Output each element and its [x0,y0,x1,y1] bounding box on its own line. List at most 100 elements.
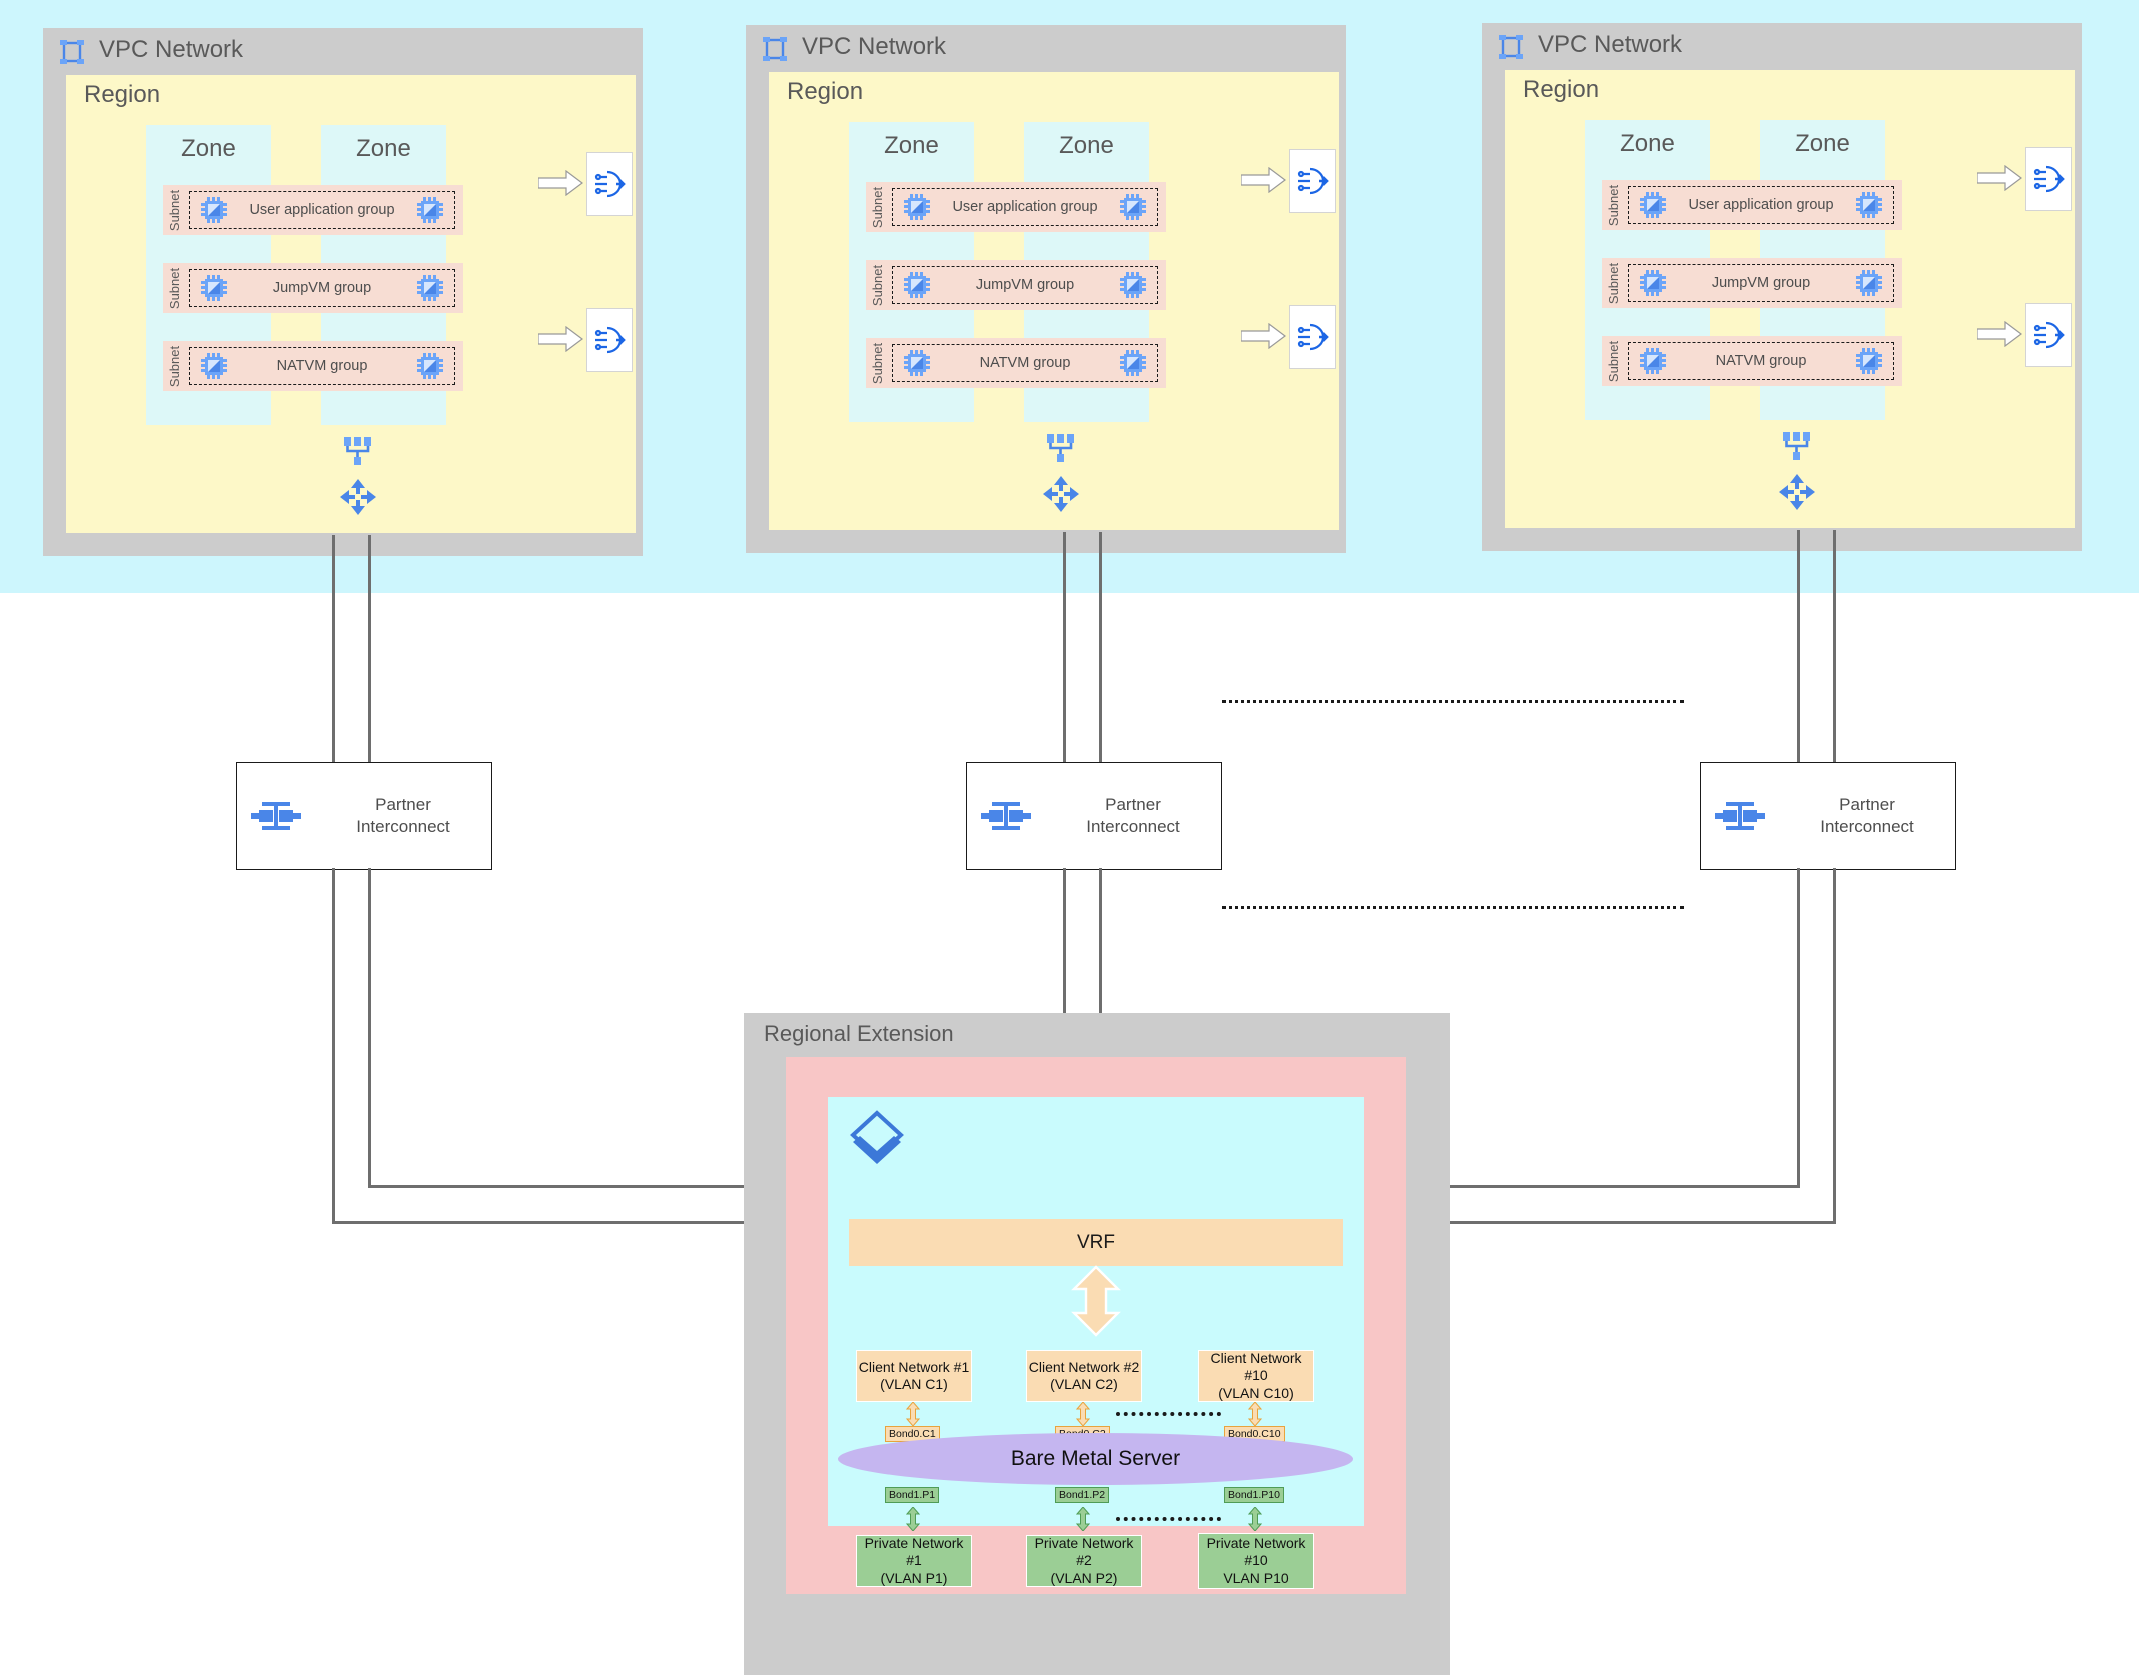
zone-label: Zone [356,135,411,162]
vpc-network-icon [1498,34,1524,60]
vm-chip-icon [200,196,228,224]
vrf-to-client-arrow [1070,1265,1122,1342]
link-router2-pi2-left [1063,532,1066,762]
network-topology-icon [341,435,375,474]
regional-extension-title: Regional Extension [764,1021,954,1046]
link-pi1-vrf-outer-h [332,1221,856,1224]
region-label: Region [84,81,161,108]
traffic-arrow [537,325,583,357]
group-label: JumpVM group [1711,275,1811,291]
link-router1-pi1-left [332,535,335,762]
subnet-jumpvm: Subnet JumpVM group [866,260,1166,310]
group-label: User application group [1688,197,1834,213]
zone-label: Zone [884,132,939,159]
vpc-network-1[interactable]: VPC Network Region Zone Zone Subnet User… [43,28,643,556]
cloud-router-icon [1041,474,1081,519]
instance-group: JumpVM group [892,266,1158,304]
zone-label: Zone [1795,130,1850,157]
region-1: Region Zone Zone Subnet User application… [66,75,636,533]
client-network-2[interactable]: Client Network #2(VLAN C2) [1026,1350,1142,1402]
subnet-label: Subnet [167,267,183,309]
link-router2-pi2-right [1099,532,1102,762]
instance-group: JumpVM group [1628,264,1894,302]
traffic-arrow [1240,166,1286,198]
group-label: User application group [249,202,395,218]
partner-interconnect-icon [237,795,315,837]
vrf-box[interactable]: VRF [849,1219,1343,1266]
link-pi1-vrf-inner-h [368,1185,856,1188]
cloud-router-icon [1777,472,1817,517]
group-label: JumpVM group [272,280,372,296]
link-router1-pi1-right [368,535,371,762]
subnet-label: Subnet [870,264,886,306]
private-network-2[interactable]: Private Network #2(VLAN P2) [1026,1535,1142,1587]
vm-chip-icon [1639,347,1667,375]
link-pi3-vrf-outer-h [1320,1221,1836,1224]
instance-group: User application group [892,188,1158,226]
ellipsis-separator-bottom [1222,906,1684,909]
network-topology-icon [1044,432,1078,471]
regional-extension-pink-layer: VRF Client Network #1(VLAN C1) Client Ne… [786,1057,1406,1594]
vm-chip-icon [1855,347,1883,375]
nat-gateway-icon[interactable] [1289,305,1336,369]
instance-group: User application group [1628,186,1894,224]
subnet-label: Subnet [870,342,886,384]
vm-chip-icon [416,196,444,224]
traffic-arrow [1976,164,2022,196]
link-router3-pi3-right [1833,530,1836,762]
vm-chip-icon [200,352,228,380]
vpc-network-3[interactable]: VPC Network Region Zone Zone Subnet User… [1482,23,2082,551]
private-network-1[interactable]: Private Network #1(VLAN P1) [856,1535,972,1587]
subnet-natvm: Subnet NATVM group [1602,336,1902,386]
subnet-user-app: Subnet User application group [163,185,463,235]
group-label: User application group [952,199,1098,215]
vm-chip-icon [416,352,444,380]
private-bond-arrow-10 [1247,1506,1263,1536]
instance-group: User application group [189,191,455,229]
vm-chip-icon [1639,269,1667,297]
load-balancer-icon[interactable] [2025,147,2072,211]
nat-gateway-icon[interactable] [586,308,633,372]
link-pi1-vrf-outer-v [332,868,335,1224]
link-pi1-vrf-inner-v [368,868,371,1188]
instance-group: JumpVM group [189,269,455,307]
zone-label: Zone [1059,132,1114,159]
vm-chip-icon [903,349,931,377]
vm-chip-icon [1855,269,1883,297]
private-bond-arrow-2 [1075,1506,1091,1536]
subnet-label: Subnet [1606,262,1622,304]
nat-gateway-icon[interactable] [2025,303,2072,367]
vm-chip-icon [1639,191,1667,219]
regional-extension[interactable]: Regional Extension VRF Client Network #1 [744,1013,1450,1675]
vm-chip-icon [1855,191,1883,219]
traffic-arrow [537,169,583,201]
zone-label: Zone [1620,130,1675,157]
vm-chip-icon [1119,193,1147,221]
group-label: NATVM group [276,358,368,374]
link-pi3-vrf-outer-v [1833,868,1836,1224]
network-topology-icon [1780,430,1814,469]
vm-chip-icon [1119,349,1147,377]
vpc-network-2[interactable]: VPC Network Region Zone Zone Subnet User… [746,25,1346,553]
instance-group: NATVM group [892,344,1158,382]
private-ellipsis [1116,1517,1221,1521]
load-balancer-icon[interactable] [1289,149,1336,213]
group-label: NATVM group [1715,353,1807,369]
subnet-jumpvm: Subnet JumpVM group [163,263,463,313]
client-network-10[interactable]: Client Network #10(VLAN C10) [1198,1350,1314,1402]
vm-chip-icon [200,274,228,302]
group-label: NATVM group [979,355,1071,371]
layers-icon [844,1107,910,1178]
subnet-label: Subnet [870,186,886,228]
traffic-arrow [1240,322,1286,354]
client-network-1[interactable]: Client Network #1(VLAN C1) [856,1350,972,1402]
load-balancer-icon[interactable] [586,152,633,216]
bare-metal-server[interactable]: Bare Metal Server [838,1433,1353,1485]
